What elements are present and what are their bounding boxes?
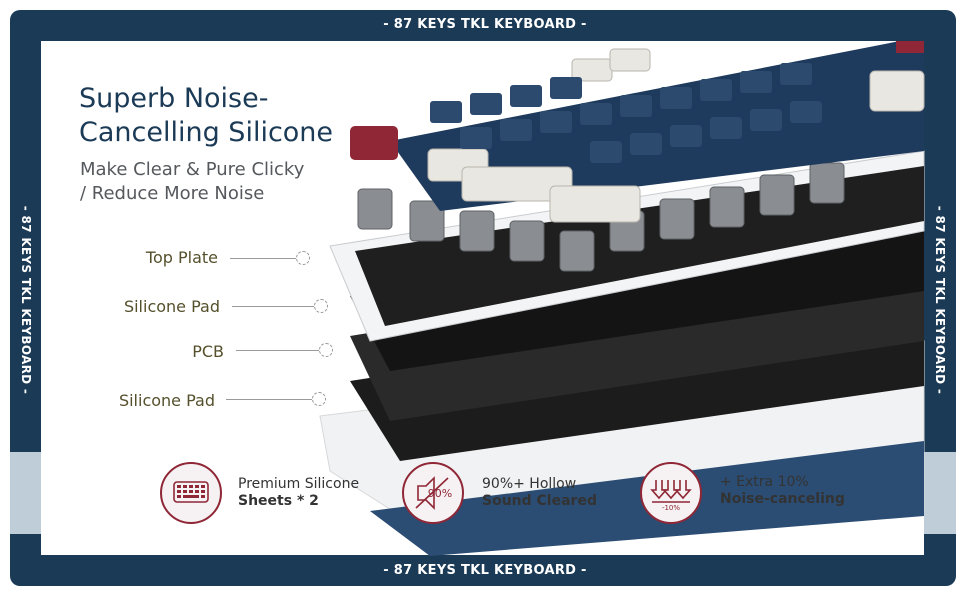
left-banner-text: - 87 KEYS TKL KEYBOARD - bbox=[19, 205, 33, 395]
feature-line-1: Premium Silicone bbox=[238, 476, 360, 492]
leader-line bbox=[230, 258, 296, 259]
leader-line bbox=[226, 399, 312, 400]
headline-line-2: Cancelling Silicone bbox=[79, 117, 334, 148]
silicone-sheet-icon bbox=[160, 462, 222, 524]
right-banner-text: - 87 KEYS TKL KEYBOARD - bbox=[933, 205, 947, 395]
sound-cleared-icon: 90% bbox=[402, 462, 464, 524]
noise-reduction-icon: -10% bbox=[640, 462, 702, 524]
icon-badge-text: 90% bbox=[428, 487, 452, 500]
feature-line-1: 90%+ Hollow bbox=[482, 476, 577, 492]
feature-text: Premium Silicone Sheets * 2 bbox=[238, 476, 359, 510]
feature-line-2: Sheets * 2 bbox=[238, 493, 319, 509]
pointer-ring-icon bbox=[319, 343, 333, 357]
pointer-ring-icon bbox=[312, 392, 326, 406]
pointer-ring-icon bbox=[296, 251, 310, 265]
subheadline: Make Clear & Pure Clicky / Reduce More N… bbox=[80, 158, 304, 206]
layer-label: Silicone Pad bbox=[118, 391, 215, 410]
layer-label: Silicone Pad bbox=[123, 297, 220, 316]
subheadline-line-2: / Reduce More Noise bbox=[80, 183, 265, 204]
leader-line bbox=[236, 350, 319, 351]
subheadline-line-1: Make Clear & Pure Clicky bbox=[80, 159, 305, 180]
keyboard-exploded-illustration bbox=[319, 41, 925, 556]
bottom-banner-text: - 87 KEYS TKL KEYBOARD - bbox=[383, 563, 587, 578]
headline: Superb Noise- Cancelling Silicone bbox=[79, 82, 333, 150]
feature-line-2: Sound Cleared bbox=[482, 493, 597, 509]
icon-badge-text: -10% bbox=[662, 504, 680, 512]
feature-line-2: Noise-canceling bbox=[720, 491, 845, 507]
feature-text: + Extra 10% Noise-canceling bbox=[720, 474, 845, 508]
leader-line bbox=[232, 306, 314, 307]
feature-line-1: + Extra 10% bbox=[720, 474, 809, 490]
feature-text: 90%+ Hollow Sound Cleared bbox=[482, 476, 597, 510]
pointer-ring-icon bbox=[314, 299, 328, 313]
top-banner-text: - 87 KEYS TKL KEYBOARD - bbox=[383, 17, 587, 32]
headline-line-1: Superb Noise- bbox=[79, 83, 269, 114]
layer-label: Top Plate bbox=[145, 248, 218, 267]
layer-label: PCB bbox=[192, 342, 224, 361]
